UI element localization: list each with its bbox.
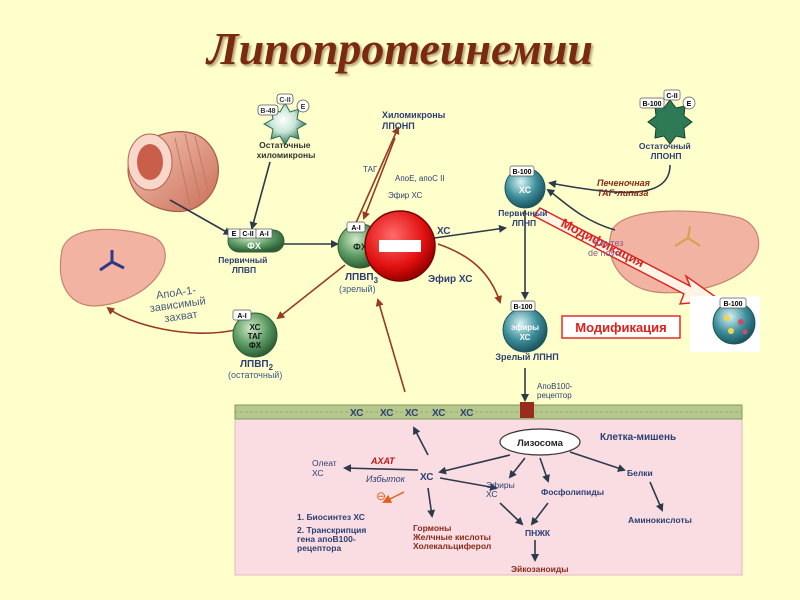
apob100-receptor-icon bbox=[520, 402, 534, 418]
svg-text:ФХ: ФХ bbox=[249, 341, 262, 350]
excess-label: Избыток bbox=[366, 474, 406, 484]
svg-text:B-100: B-100 bbox=[512, 169, 531, 176]
oleate-label: Олеат ХС bbox=[312, 458, 339, 478]
svg-text:ХС: ХС bbox=[520, 333, 531, 342]
svg-text:A-I: A-I bbox=[237, 313, 246, 320]
svg-text:ХС: ХС bbox=[519, 185, 532, 195]
cs-esters-label: Эфиры ХС bbox=[486, 480, 517, 499]
svg-text:ФХ: ФХ bbox=[353, 242, 367, 252]
apo-b48-label: B-48 bbox=[260, 108, 275, 115]
svg-text:E: E bbox=[687, 101, 692, 108]
hepatic-lipase-label: Печеночная ТАГ-липаза bbox=[597, 178, 653, 198]
receptor-label: АпоВ100- рецептор bbox=[537, 382, 575, 400]
svg-text:эфиры: эфиры bbox=[511, 323, 539, 332]
mature-ldl-particle: B-100 эфиры ХС bbox=[502, 300, 548, 353]
chylo-vldl-label: Хиломикроны ЛПОНП bbox=[382, 110, 448, 131]
inhibit-sign: ⊖ bbox=[376, 489, 386, 503]
target-cell bbox=[234, 404, 743, 576]
primary-ldl-particle: B-100 ХС bbox=[504, 165, 546, 209]
svg-text:C-II: C-II bbox=[666, 93, 677, 100]
hdl2-particle: A-I ХС ТАГ ФХ bbox=[232, 309, 278, 358]
target-cell-label: Клетка-мишень bbox=[600, 432, 676, 443]
ester-cs-top-label: Эфир ХС bbox=[388, 191, 423, 200]
membrane-cs-label: ХС bbox=[350, 408, 364, 419]
hormones-label: Гормоны Желчные кислоты Холекальциферол bbox=[412, 523, 493, 551]
membrane-cs-label: ХС bbox=[405, 408, 419, 419]
primary-hdl-particle: E C-II A-I ФХ bbox=[227, 228, 285, 253]
svg-text:Лизосома: Лизосома bbox=[517, 438, 564, 449]
hdl2-label: ЛПВП2 bbox=[240, 359, 274, 372]
remnant-chylomicron-particle: B-48 C-II E bbox=[257, 93, 310, 147]
svg-text:B-100: B-100 bbox=[642, 101, 661, 108]
tag-label: ТАГ bbox=[363, 165, 378, 174]
remnant-chylomicrons-label: Остаточные хиломикроны bbox=[257, 140, 316, 160]
page-title: Липопротеинемии bbox=[207, 23, 593, 74]
svg-text:ТАГ: ТАГ bbox=[248, 332, 263, 341]
svg-text:E: E bbox=[232, 231, 237, 238]
hdl2-note: (остаточный) bbox=[228, 370, 282, 380]
apo-e-label: E bbox=[301, 104, 306, 111]
eicosanoids-label: Эйкозаноиды bbox=[511, 564, 569, 574]
svg-text:B-100: B-100 bbox=[723, 301, 742, 308]
liver-left-icon bbox=[59, 228, 166, 307]
svg-text:C-II: C-II bbox=[242, 231, 253, 238]
pathway-arrows bbox=[106, 126, 671, 562]
primary-hdl-label: Первичный ЛПВП bbox=[218, 255, 269, 275]
cs-label: ХС bbox=[437, 226, 451, 237]
membrane-cs-label: ХС bbox=[380, 408, 394, 419]
hdl3-note: (зрелый) bbox=[339, 284, 376, 294]
remnant-vldl-label: Остаточный ЛПОНП bbox=[639, 141, 693, 161]
remnant-vldl-particle: B-100 C-II E bbox=[639, 89, 696, 145]
svg-text:A-I: A-I bbox=[351, 225, 360, 232]
phospholipids-label: Фосфолипиды bbox=[541, 487, 604, 497]
primary-ldl-label: Первичный ЛПНП bbox=[498, 208, 549, 228]
modification-box: Модификация bbox=[561, 315, 681, 339]
intestine-icon bbox=[127, 131, 219, 213]
ester-cs-mid-label: Эфир ХС bbox=[428, 273, 472, 285]
membrane-cs-labels: ХС ХС ХС ХС ХС bbox=[350, 408, 474, 419]
apoe-apoc-label: АпоЕ, апоС II bbox=[395, 174, 445, 183]
svg-text:B-100: B-100 bbox=[513, 304, 532, 311]
effects-label: 1. Биосинтез ХС 2. Транскрипция гена апо… bbox=[297, 512, 369, 553]
proteins-label: Белки bbox=[627, 468, 653, 478]
lysosome: Лизосома bbox=[499, 428, 581, 456]
pufa-label: ПНЖК bbox=[525, 528, 551, 538]
apoa-uptake-label: АпоА-1- зависимый захват bbox=[147, 283, 211, 327]
svg-text:ХС: ХС bbox=[250, 323, 261, 332]
amino-acids-label: Аминокислоты bbox=[628, 515, 692, 525]
de-novo-label: Синтез de novo bbox=[588, 238, 626, 258]
mature-ldl-label: Зрелый ЛПНП bbox=[495, 352, 558, 362]
cell-cs-label: ХС bbox=[420, 472, 434, 483]
svg-text:ФХ: ФХ bbox=[247, 241, 261, 251]
membrane-cs-label: ХС bbox=[460, 408, 474, 419]
modified-ldl-particle: B-100 bbox=[690, 296, 760, 352]
membrane-cs-label: ХС bbox=[432, 408, 446, 419]
stop-sign-icon bbox=[364, 210, 436, 282]
hdl3-label: ЛПВП3 bbox=[345, 272, 379, 285]
acat-label: АХАТ bbox=[370, 456, 396, 466]
svg-text:A-I: A-I bbox=[259, 231, 268, 238]
svg-text:Модификация: Модификация bbox=[575, 320, 667, 335]
apo-c2-label: C-II bbox=[279, 97, 290, 104]
